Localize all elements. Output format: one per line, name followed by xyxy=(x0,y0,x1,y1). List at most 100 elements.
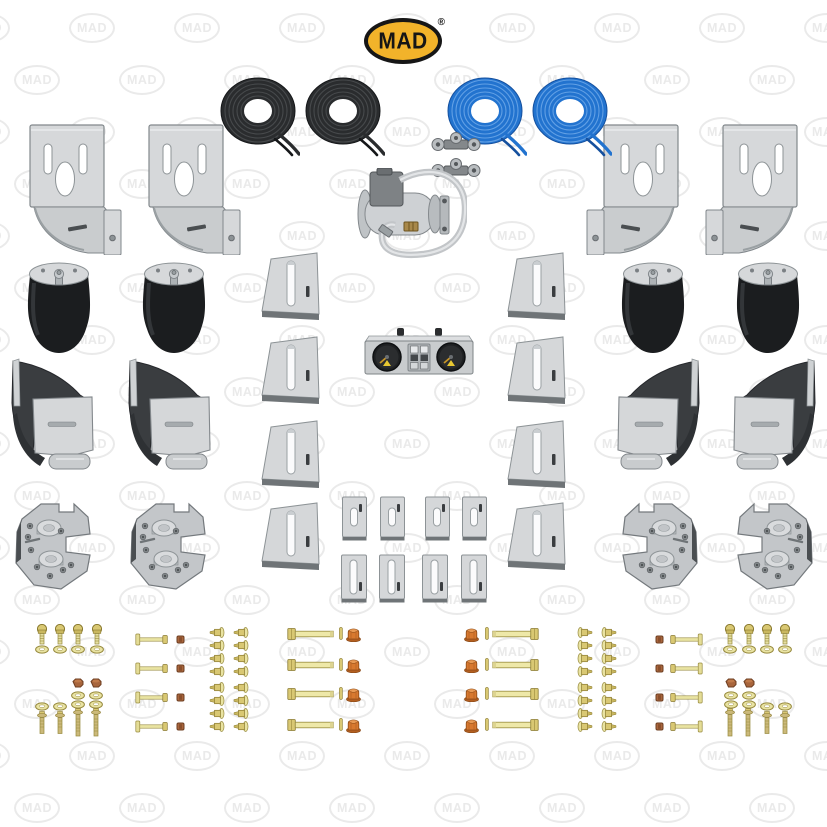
spacer-plate xyxy=(260,336,322,412)
watermark-mad: MAD xyxy=(119,65,165,95)
hex-bolt xyxy=(744,624,754,645)
spacer-plate xyxy=(506,502,568,578)
orange-flange-nut xyxy=(464,627,479,642)
flange-screw xyxy=(209,666,225,677)
watermark-mad: MAD xyxy=(119,481,165,511)
orange-flange-nut xyxy=(346,658,361,673)
washer xyxy=(35,702,49,711)
long-hex-bolt xyxy=(491,658,539,672)
flange-screw xyxy=(601,682,617,693)
washer xyxy=(742,645,756,654)
flange-screw xyxy=(577,653,593,664)
flat-head-bolt xyxy=(135,632,171,647)
side-washer xyxy=(485,687,489,700)
frame-bracket xyxy=(24,120,124,255)
shim-plate-short xyxy=(425,496,450,541)
shim-plate-short xyxy=(380,496,405,541)
long-hex-bolt xyxy=(491,687,539,701)
shim-plate-short xyxy=(342,496,367,541)
watermark-mad: MAD xyxy=(489,221,535,251)
washer xyxy=(778,702,792,711)
watermark-mad: MAD xyxy=(539,793,585,823)
spacer-plate xyxy=(260,502,322,578)
hex-bolt xyxy=(55,624,65,645)
side-washer xyxy=(339,687,343,700)
flange-screw xyxy=(233,708,249,719)
watermark-mad: MAD xyxy=(384,117,430,147)
watermark-mad: MAD xyxy=(329,377,375,407)
watermark-mad: MAD xyxy=(174,637,220,667)
flange-screw xyxy=(577,708,593,719)
air-spring-bracket xyxy=(613,356,707,476)
watermark-mad: MAD xyxy=(749,793,795,823)
watermark-mad: MAD xyxy=(384,637,430,667)
long-hex-bolt xyxy=(491,718,539,732)
hex-bolt xyxy=(92,624,102,645)
flange-screw xyxy=(601,640,617,651)
hex-bolt xyxy=(37,624,47,645)
side-washer xyxy=(485,627,489,640)
flat-head-bolt xyxy=(667,632,703,647)
flange-screw xyxy=(601,666,617,677)
watermark-mad: MAD xyxy=(539,169,585,199)
orange-flange-nut xyxy=(464,658,479,673)
air-hose-coil-blue xyxy=(447,75,527,157)
long-hex-bolt xyxy=(287,718,335,732)
brand-logo-text: MAD xyxy=(378,28,428,54)
axle-mounting-plate xyxy=(731,495,819,601)
flange-screw xyxy=(209,721,225,732)
flange-screw xyxy=(233,627,249,638)
small-copper-nut xyxy=(655,664,664,673)
short-bolt xyxy=(55,711,65,734)
air-spring-bracket xyxy=(729,356,823,476)
watermark-mad: MAD xyxy=(329,793,375,823)
watermark-mad: MAD xyxy=(699,325,745,355)
flange-screw xyxy=(601,653,617,664)
watermark-mad: MAD xyxy=(279,221,325,251)
watermark-mad: MAD xyxy=(699,533,745,563)
watermark-mad: MAD xyxy=(434,793,480,823)
watermark-mad: MAD xyxy=(434,273,480,303)
shim-plate-long xyxy=(422,554,448,603)
watermark-mad: MAD xyxy=(434,377,480,407)
spacer-plate xyxy=(260,252,322,328)
watermark-mad: MAD xyxy=(69,13,115,43)
small-copper-nut xyxy=(176,693,185,702)
shim-plate-long xyxy=(461,554,487,603)
short-bolt xyxy=(762,711,772,734)
flange-screw xyxy=(233,721,249,732)
air-compressor xyxy=(352,168,467,263)
long-bolt xyxy=(73,708,83,737)
watermark-mad: MAD xyxy=(224,169,270,199)
gauge-control-panel xyxy=(361,328,477,378)
spacer-plate xyxy=(506,336,568,412)
watermark-mad: MAD xyxy=(699,741,745,771)
air-spring xyxy=(141,253,207,355)
orange-flange-nut xyxy=(346,627,361,642)
flange-screw xyxy=(577,682,593,693)
air-spring xyxy=(26,253,92,355)
washer xyxy=(53,645,67,654)
washer xyxy=(723,645,737,654)
watermark-mad: MAD xyxy=(699,13,745,43)
watermark-mad: MAD xyxy=(224,585,270,615)
watermark-mad: MAD xyxy=(119,793,165,823)
watermark-mad: MAD xyxy=(69,533,115,563)
flange-nut-copper xyxy=(72,678,84,688)
air-spring xyxy=(735,253,801,355)
watermark-mad: MAD xyxy=(644,65,690,95)
flange-screw xyxy=(209,708,225,719)
washer xyxy=(742,700,756,709)
long-hex-bolt xyxy=(287,627,335,641)
flange-screw xyxy=(209,640,225,651)
watermark-mad: MAD xyxy=(14,65,60,95)
tee-fitting xyxy=(428,131,484,155)
small-copper-nut xyxy=(176,664,185,673)
side-washer xyxy=(485,718,489,731)
registered-trademark-symbol: ® xyxy=(437,17,445,28)
watermark-mad: MAD xyxy=(329,273,375,303)
flange-nut-copper xyxy=(743,678,755,688)
flange-screw xyxy=(577,666,593,677)
short-bolt xyxy=(780,711,790,734)
